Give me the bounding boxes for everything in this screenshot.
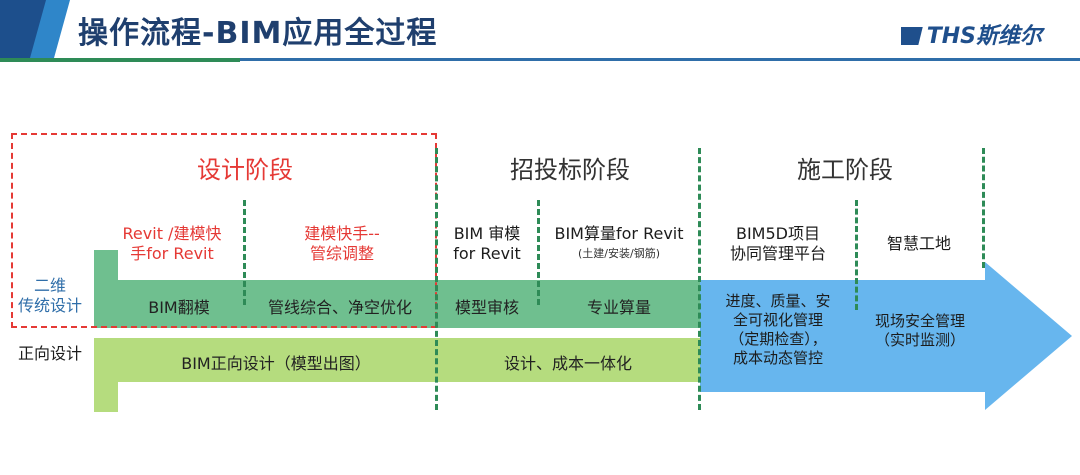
sub-revit-modeling: Revit /建模快 手for Revit	[105, 224, 239, 264]
phase-design: 设计阶段	[197, 156, 293, 184]
sub-pipe-adjust-line1: 建模快手--	[304, 224, 380, 243]
arrow-site-safety-line1: 现场安全管理	[874, 312, 965, 330]
label-forward-design: 正向设计	[17, 344, 82, 363]
separator-construction-sub	[855, 200, 858, 310]
logo-mark-icon	[900, 27, 923, 45]
separator-end	[982, 148, 985, 268]
band-model-review: 模型审核	[454, 298, 519, 317]
band-bim-remodel: BIM翻模	[148, 298, 210, 317]
arrow-progress-line2: 全可视化管理	[732, 311, 823, 329]
green-stem	[94, 250, 118, 328]
band-design-cost-integration: 设计、成本一体化	[503, 354, 632, 373]
label-traditional-line2: 传统设计	[17, 296, 82, 315]
sub-bim-review-line1: BIM 审模	[453, 224, 521, 243]
label-traditional-design: 二维 传统设计	[10, 276, 90, 316]
sub-bim-quantity: BIM算量for Revit (土建/安装/钢筋)	[541, 224, 697, 264]
upper-green-band	[118, 280, 700, 328]
band-forward-design: BIM正向设计（模型出图）	[181, 354, 371, 373]
separator-design-bidding	[435, 148, 438, 410]
arrow-progress-line4: 成本动态管控	[732, 349, 823, 367]
sub-bim-review-line2: for Revit	[453, 244, 521, 263]
lower-green-stem	[94, 338, 118, 412]
sub-bim5d-line2: 协同管理平台	[729, 244, 826, 263]
header-divider-accent	[0, 58, 240, 62]
company-logo: THS斯维尔	[900, 18, 1042, 50]
logo-text: THS斯维尔	[926, 24, 1042, 49]
separator-design-sub	[243, 200, 246, 305]
label-traditional-line1: 二维	[33, 276, 66, 295]
sub-smart-site: 智慧工地	[886, 234, 951, 253]
separator-bidding-construction	[698, 148, 701, 410]
page-title: 操作流程-BIM应用全过程	[78, 16, 438, 51]
sub-bim5d-line1: BIM5D项目	[735, 224, 820, 243]
arrow-site-safety-line2: （实时监测）	[874, 331, 965, 349]
sub-bim-quantity-line1: BIM算量for Revit	[554, 224, 684, 243]
arrow-progress-line3: （定期检查），	[729, 330, 827, 348]
band-pipe-optimization: 管线综合、净空优化	[267, 298, 412, 317]
lower-green-band	[118, 338, 700, 382]
construction-arrow	[700, 262, 1072, 410]
arrow-progress-quality: 进度、质量、安 全可视化管理 （定期检查）， 成本动态管控	[705, 292, 851, 368]
phase-construction: 施工阶段	[797, 156, 893, 184]
sub-pipe-adjust: 建模快手-- 管综调整	[252, 224, 432, 264]
phase-bidding: 招投标阶段	[510, 156, 630, 184]
arrow-site-safety: 现场安全管理 （实时监测）	[860, 312, 980, 350]
sub-revit-modeling-line2: 手for Revit	[130, 244, 214, 263]
separator-bidding-sub	[537, 200, 540, 305]
band-quantity-survey: 专业算量	[586, 298, 651, 317]
sub-revit-modeling-line1: Revit /建模快	[122, 224, 222, 243]
arrow-progress-line1: 进度、质量、安	[725, 292, 831, 310]
header-divider	[0, 58, 1080, 61]
sub-pipe-adjust-line2: 管综调整	[309, 244, 374, 263]
sub-bim-review: BIM 审模 for Revit	[440, 224, 534, 264]
sub-bim5d: BIM5D项目 协同管理平台	[705, 224, 851, 264]
sub-bim-quantity-line2: (土建/安装/钢筋)	[578, 247, 660, 260]
